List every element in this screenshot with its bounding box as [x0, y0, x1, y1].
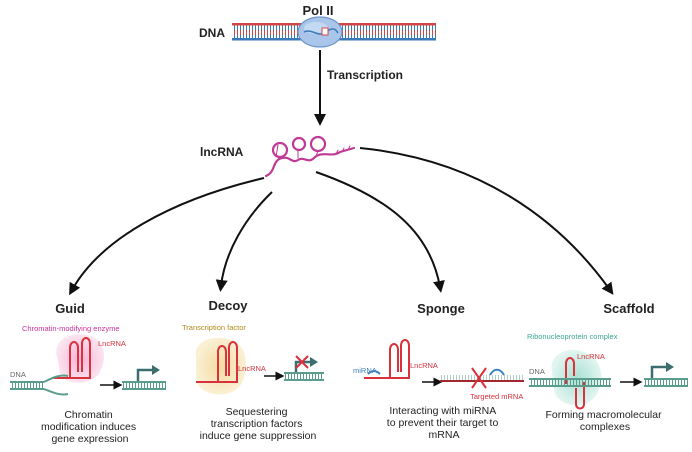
sponge-target-label: Targeted mRNA — [470, 392, 523, 401]
sponge-panel: miRNA LncRNA Targeted mRNA Interacting w… — [353, 339, 524, 441]
sponge-block-x-icon — [471, 367, 487, 389]
title-scaffold: Scaffold — [603, 301, 654, 316]
guid-lncrna-hairpin — [52, 337, 91, 379]
sponge-target-mrna — [440, 368, 524, 382]
guid-panel: Chromatin-modifying enzyme LncRNA DNA Ch… — [10, 324, 166, 445]
chromatin-enzyme-blob — [56, 334, 105, 383]
guid-activated-gene — [122, 365, 166, 390]
guid-factor-label: Chromatin-modifying enzyme — [22, 324, 120, 333]
transcription-label: Transcription — [327, 68, 403, 82]
lncrna-label: lncRNA — [200, 145, 244, 159]
pol-ii-label: Pol II — [302, 3, 333, 18]
title-decoy: Decoy — [208, 298, 248, 313]
guid-dna-strand — [10, 374, 69, 396]
guid-dna-label: DNA — [10, 370, 26, 379]
title-guid: Guid — [55, 301, 85, 316]
sponge-mirna-label: miRNA — [353, 366, 377, 375]
decoy-panel: Transcription factor LncRNA Sequestering… — [182, 323, 324, 442]
scaffold-caption: Forming macromolecular complexes — [545, 409, 664, 433]
arrow-to-decoy — [215, 191, 273, 292]
arrow-to-sponge — [315, 171, 445, 293]
scaffold-factor-label: Ribonucleoprotein complex — [527, 332, 618, 341]
rnp-complex-blob — [551, 350, 602, 406]
scaffold-dna-label: DNA — [529, 367, 545, 376]
transcription-factor-blob — [195, 337, 247, 395]
decoy-caption: Sequestering transcription factors induc… — [200, 406, 317, 442]
sponge-lncrna-hairpin — [364, 339, 410, 379]
arrow-to-scaffold — [359, 147, 614, 295]
scaffold-panel: Ribonucleoprotein complex LncRNA DNA For… — [527, 332, 688, 433]
scaffold-lncrna-label: LncRNA — [577, 352, 605, 361]
pol-ii-enzyme — [297, 16, 343, 48]
arrow-to-guid — [69, 177, 265, 296]
decoy-lncrna-label: LncRNA — [238, 364, 266, 373]
scaffold-dna-strand — [529, 378, 611, 387]
sponge-lncrna-label: LncRNA — [410, 361, 438, 370]
lncrna-molecule — [264, 135, 356, 178]
decoy-silenced-gene — [284, 357, 324, 381]
sponge-caption: Interacting with miRNA to prevent their … — [387, 405, 501, 441]
scaffold-activated-gene — [644, 362, 688, 387]
guid-caption: Chromatin modification induces gene expr… — [41, 409, 139, 445]
guid-lncrna-label: LncRNA — [98, 339, 126, 348]
decoy-factor-label: Transcription factor — [182, 323, 246, 332]
decoy-block-x-icon — [295, 355, 309, 369]
decoy-lncrna-hairpin — [196, 341, 238, 383]
dna-label: DNA — [199, 26, 225, 40]
sponge-bound-mirna — [367, 370, 381, 375]
title-sponge: Sponge — [417, 301, 465, 316]
scaffold-lncrna-hairpin — [565, 357, 585, 410]
